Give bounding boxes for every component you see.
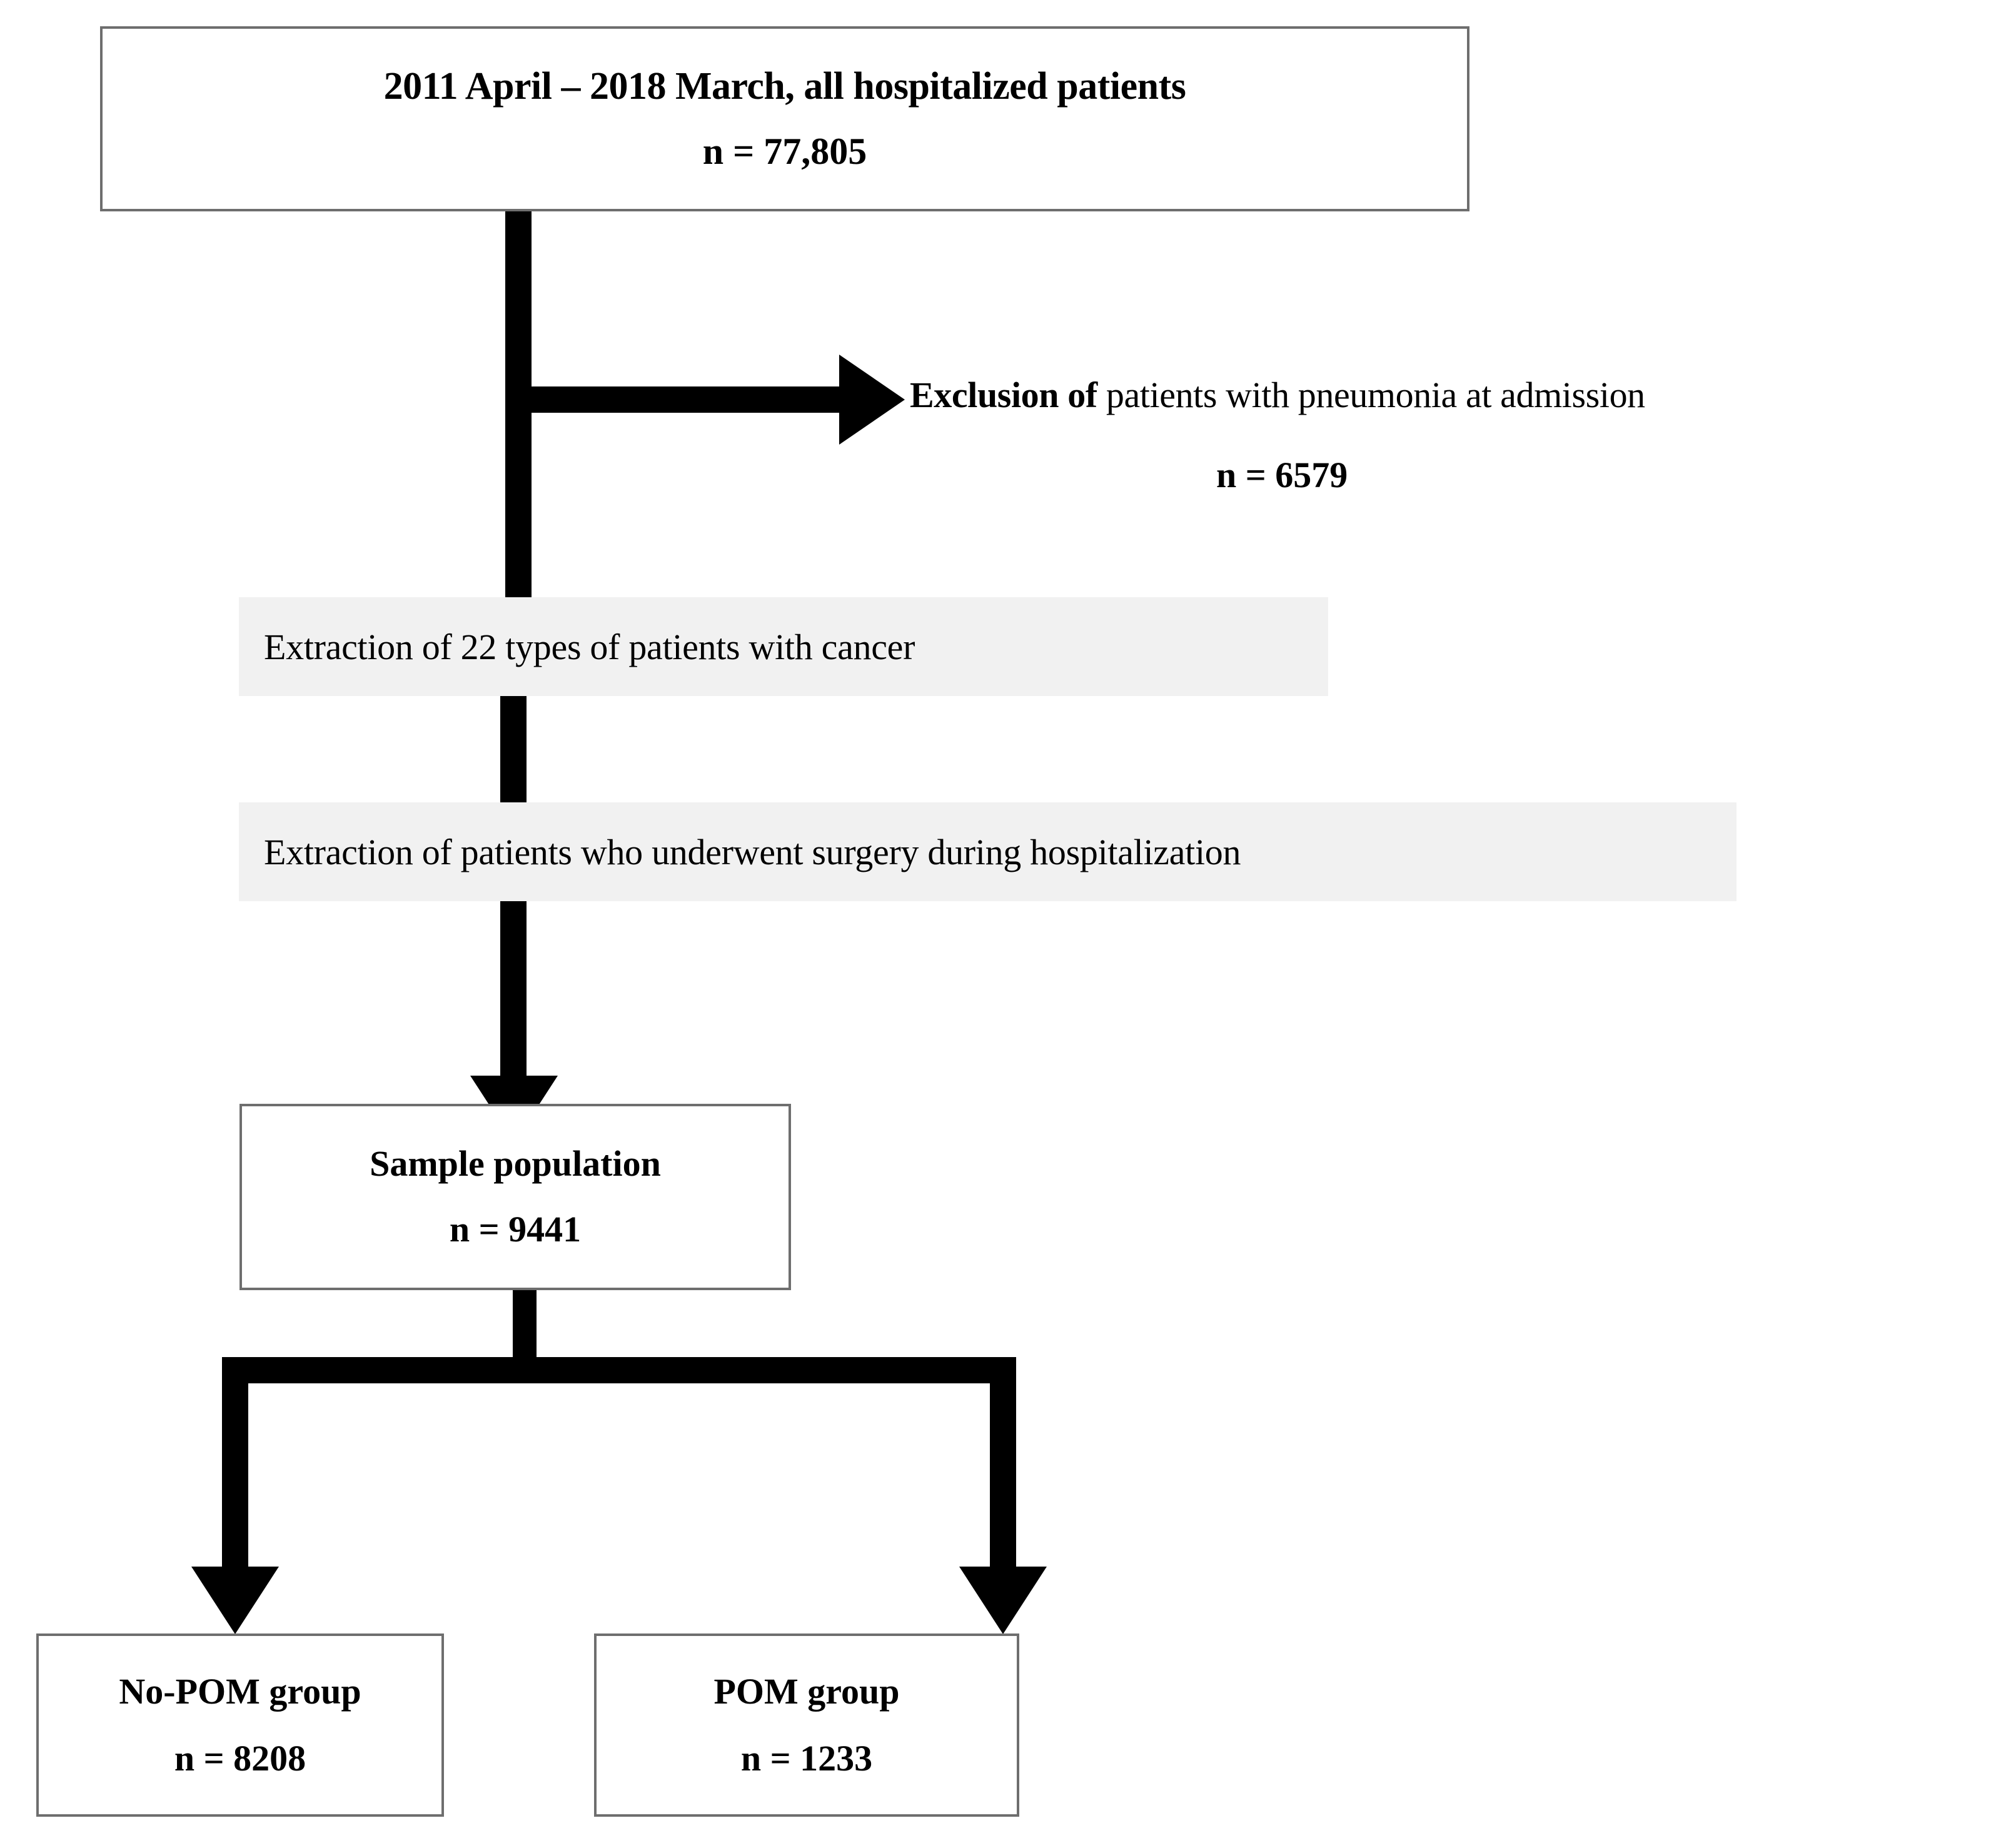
exclusion-label: Exclusion of patients with pneumonia at … [910,375,1998,496]
cohort-title: 2011 April – 2018 March, all hospitalize… [383,64,1186,108]
exclusion-text: Exclusion of patients with pneumonia at … [910,375,1998,415]
connector-exclusion-branch [505,386,843,413]
sample-count: n = 9441 [449,1209,582,1250]
arrow-down-icon [959,1567,1047,1634]
connector-trunk-upper [505,211,532,298]
cohort-count: n = 77,805 [702,131,867,173]
pom-count: n = 1233 [740,1737,873,1779]
node-pom-group: POM group n = 1233 [594,1633,1019,1817]
connector-between-bands [500,696,527,802]
sample-title: Sample population [370,1143,661,1184]
exclusion-count: n = 6579 [1216,454,1348,495]
connector-drop-right [990,1357,1016,1570]
connector-split-bar [222,1357,1016,1383]
step-cancer-extraction: Extraction of 22 types of patients with … [239,597,1328,696]
connector-to-sample [500,901,527,1083]
arrow-right-icon [839,355,905,445]
step-surgery-extraction-label: Extraction of patients who underwent sur… [264,831,1241,872]
exclusion-text-bold: Exclusion of [910,375,1097,415]
node-cohort: 2011 April – 2018 March, all hospitalize… [100,26,1469,211]
node-no-pom-group: No-POM group n = 8208 [36,1633,444,1817]
connector-drop-left [222,1357,248,1570]
no-pom-count: n = 8208 [174,1737,306,1779]
connector-trunk-to-band1 [505,298,532,597]
pom-title: POM group [713,1670,900,1712]
exclusion-text-rest: patients with pneumonia at admission [1097,375,1645,415]
node-sample-population: Sample population n = 9441 [239,1104,791,1290]
arrow-down-icon [191,1567,279,1634]
no-pom-title: No-POM group [119,1670,361,1712]
step-cancer-extraction-label: Extraction of 22 types of patients with … [264,626,915,667]
step-surgery-extraction: Extraction of patients who underwent sur… [239,802,1736,901]
